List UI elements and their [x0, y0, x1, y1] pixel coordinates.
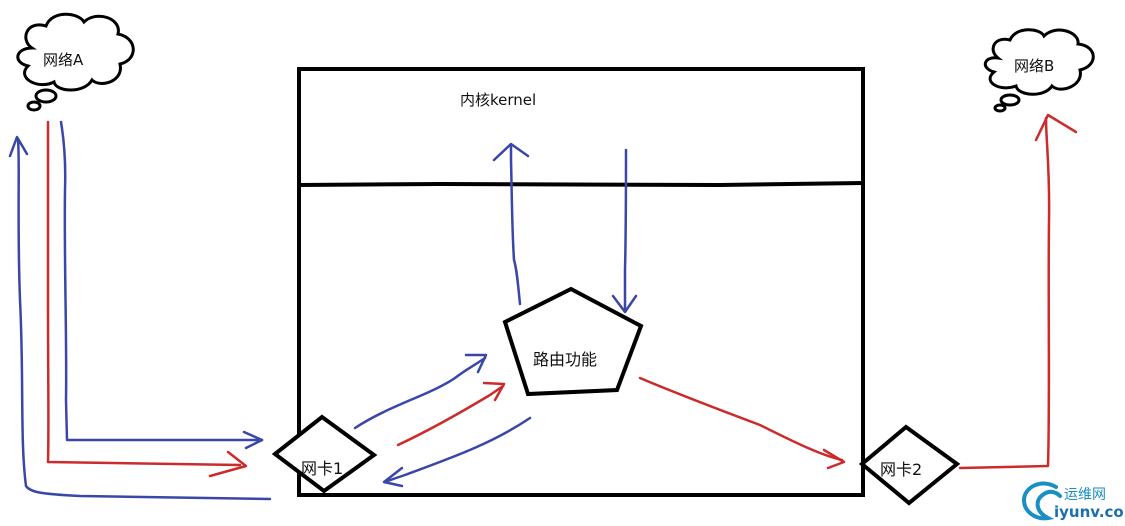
nic1-diamond: [271, 414, 378, 494]
label-network-b: 网络B: [1014, 57, 1055, 75]
blue-arrowhead-routing-in: [464, 353, 488, 374]
nic2-diamond: [858, 424, 961, 506]
label-kernel: 内核kernel: [460, 91, 537, 109]
red-arrow-nic2-to-networkB: [958, 116, 1051, 470]
blue-arrowhead-kernel-up: [492, 142, 530, 162]
blue-arrow-nic1-to-routing: [353, 356, 487, 430]
red-arrows: [46, 113, 1078, 478]
cloud-network-b: [983, 28, 1095, 113]
watermark-title: 运维网: [1064, 487, 1106, 503]
red-arrow-networkA-to-nic1: [46, 120, 242, 467]
watermark-logo: [1021, 481, 1062, 521]
watermark-domain: iyunv.com: [1054, 503, 1125, 521]
blue-arrowhead-nic1-in: [242, 430, 264, 450]
kernel-divider-line: [298, 181, 864, 188]
blue-arrowhead-nic1-return: [382, 466, 404, 488]
blue-arrowhead-routing-down: [611, 294, 638, 314]
blue-arrow-nic1-to-networkA: [16, 138, 272, 501]
red-arrowhead-nic2-in: [822, 448, 846, 470]
red-arrowhead-nic1-in: [208, 450, 248, 478]
blue-arrow-routing-to-kernel: [509, 144, 522, 306]
label-routing: 路由功能: [533, 350, 598, 369]
blue-arrowhead-networkA-up: [8, 135, 29, 158]
label-nic2: 网卡2: [880, 460, 923, 479]
routing-function-pentagon: [502, 286, 644, 397]
red-arrowhead-networkB-up: [1034, 113, 1078, 142]
blue-arrows: [8, 120, 638, 501]
blue-arrow-kernel-to-routing: [623, 148, 628, 312]
host-machine-box: [297, 67, 865, 497]
blue-arrow-routing-to-nic1: [383, 416, 532, 484]
label-nic1: 网卡1: [301, 459, 344, 478]
label-network-a: 网络A: [43, 51, 84, 69]
red-arrow-routing-to-nic2: [638, 376, 844, 462]
blue-arrow-networkA-to-nic1: [59, 120, 264, 442]
red-arrowhead-routing-in: [482, 381, 506, 402]
red-arrow-nic1-to-routing: [396, 384, 505, 447]
watermark-swirl-icon: [1021, 481, 1062, 521]
cloud-network-a: [16, 12, 135, 112]
